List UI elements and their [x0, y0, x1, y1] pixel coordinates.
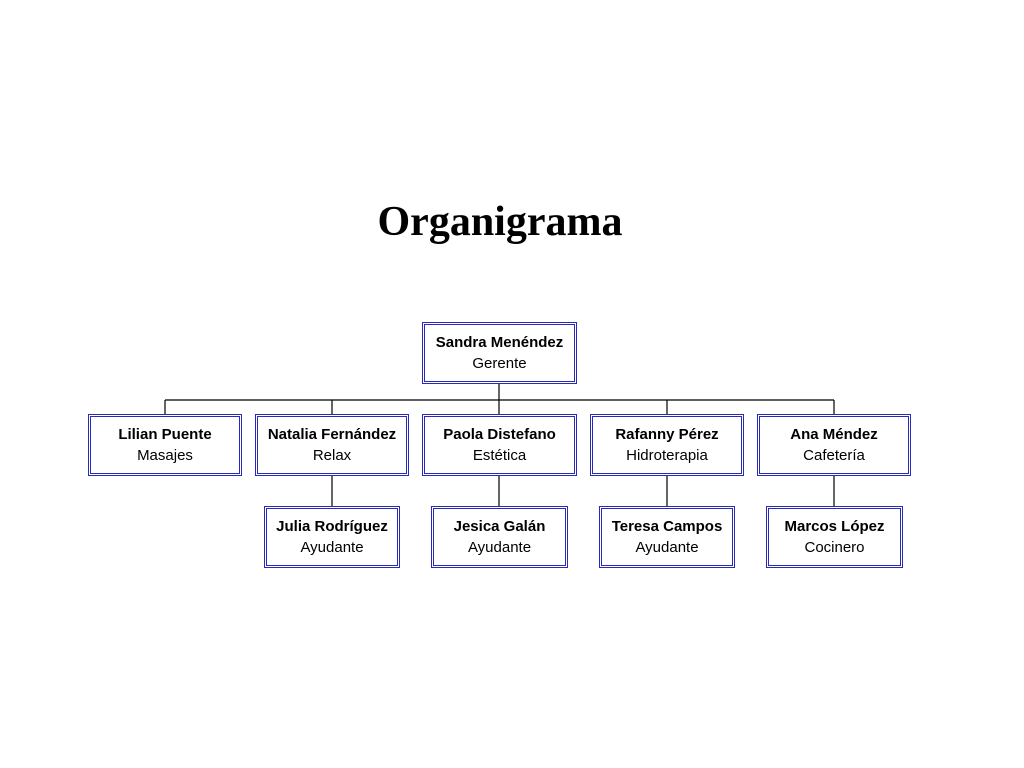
org-box-dept: Rafanny Pérez Hidroterapia [590, 414, 744, 476]
person-role: Ayudante [300, 539, 364, 556]
org-box-dept: Paola Distefano Estética [422, 414, 577, 476]
org-box-dept: Lilian Puente Masajes [88, 414, 242, 476]
person-name: Ana Méndez [790, 426, 878, 443]
person-role: Cafetería [803, 447, 865, 464]
org-box-staff: Teresa Campos Ayudante [599, 506, 735, 568]
person-name: Lilian Puente [118, 426, 212, 443]
person-name: Paola Distefano [443, 426, 556, 443]
page-title: Organigrama [377, 199, 623, 245]
person-role: Relax [312, 447, 352, 464]
person-role: Masajes [137, 447, 193, 464]
org-box-dept: Ana Méndez Cafetería [757, 414, 911, 476]
person-name: Teresa Campos [611, 518, 723, 535]
person-role: Cocinero [804, 539, 865, 556]
person-name: Rafanny Pérez [615, 426, 719, 443]
org-box-staff: Marcos López Cocinero [766, 506, 903, 568]
person-role: Ayudante [635, 539, 699, 556]
person-role: Estética [472, 447, 527, 464]
org-box-dept: Natalia Fernández Relax [255, 414, 409, 476]
person-name: Sandra Menéndez [435, 334, 564, 351]
person-name: Julia Rodríguez [276, 518, 388, 535]
person-name: Natalia Fernández [267, 426, 397, 443]
person-name: Marcos López [784, 518, 885, 535]
org-box-staff: Jesica Galán Ayudante [431, 506, 568, 568]
person-role: Ayudante [467, 539, 532, 556]
person-name: Jesica Galán [453, 518, 546, 535]
org-box-staff: Julia Rodríguez Ayudante [264, 506, 400, 568]
person-role: Hidroterapia [626, 447, 708, 464]
person-role: Gerente [472, 355, 527, 372]
org-box-root: Sandra Menéndez Gerente [422, 322, 577, 384]
